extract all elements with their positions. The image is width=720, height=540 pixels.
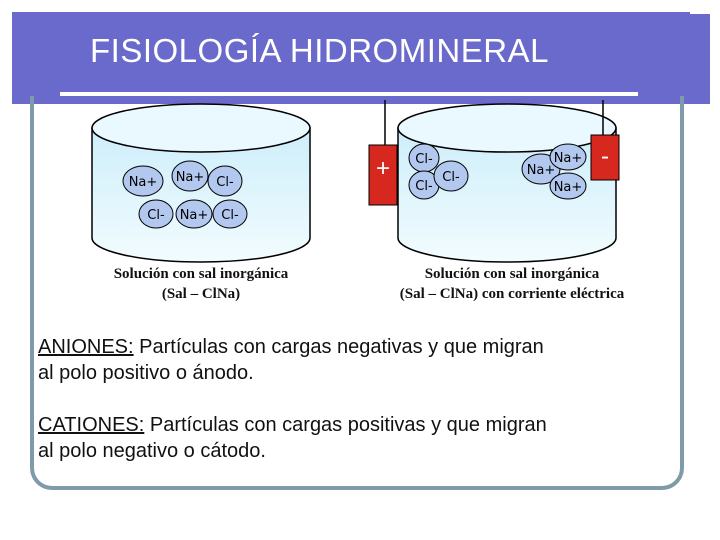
- corner-notch: [690, 0, 720, 14]
- cationes-term: CATIONES:: [38, 414, 145, 436]
- svg-text:Cl-: Cl-: [442, 170, 460, 185]
- cationes-text-line2: al polo negativo o cátodo.: [38, 440, 266, 462]
- anion-cl-2: Cl-: [408, 170, 440, 200]
- cation-na-2: Na+: [549, 143, 587, 171]
- positive-electrode: +: [368, 144, 398, 206]
- ion-cl-2: Cl-: [138, 199, 174, 229]
- svg-text:Cl-: Cl-: [216, 175, 234, 190]
- cationes-definition: CATIONES: Partículas con cargas positiva…: [38, 412, 547, 464]
- ion-na-1: Na+: [122, 165, 164, 197]
- anion-cl-3: Cl-: [433, 160, 469, 192]
- right-caption-line1: Solución con sal inorgánica: [424, 266, 600, 282]
- negative-sign: -: [601, 143, 609, 170]
- right-caption: Solución con sal inorgánica (Sal – ClNa)…: [372, 264, 652, 304]
- aniones-definition: ANIONES: Partículas con cargas negativas…: [38, 334, 544, 386]
- svg-text:Cl-: Cl-: [415, 179, 433, 194]
- content-frame: [30, 96, 684, 490]
- cationes-text-line1: Partículas con cargas positivas y que mi…: [144, 414, 547, 436]
- left-caption: Solución con sal inorgánica (Sal – ClNa): [96, 264, 306, 304]
- anion-cl-1: Cl-: [408, 143, 440, 173]
- svg-text:Na+: Na+: [527, 163, 556, 178]
- svg-text:Na+: Na+: [129, 175, 158, 190]
- positive-sign: +: [376, 155, 390, 182]
- right-caption-line2: (Sal – ClNa) con corriente eléctrica: [399, 286, 625, 302]
- svg-text:Cl-: Cl-: [415, 152, 433, 167]
- left-caption-line2: (Sal – ClNa): [161, 286, 241, 302]
- ion-cl-1: Cl-: [207, 165, 243, 197]
- svg-text:Cl-: Cl-: [147, 208, 165, 223]
- svg-text:Cl-: Cl-: [221, 208, 239, 223]
- left-caption-line1: Solución con sal inorgánica: [113, 266, 289, 282]
- cation-na-3: Na+: [549, 172, 587, 200]
- title-banner: [12, 12, 710, 104]
- page-title: FISIOLOGÍA HIDROMINERAL: [90, 32, 549, 69]
- svg-text:Na+: Na+: [554, 180, 583, 195]
- svg-text:Na+: Na+: [554, 151, 583, 166]
- ion-na-3: Na+: [175, 199, 213, 229]
- svg-text:Na+: Na+: [176, 170, 205, 185]
- aniones-term: ANIONES:: [38, 336, 134, 358]
- negative-electrode: -: [590, 134, 620, 181]
- title-underline: [60, 92, 638, 96]
- svg-text:Na+: Na+: [180, 208, 209, 223]
- aniones-text-line1: Partículas con cargas negativas y que mi…: [133, 336, 544, 358]
- ion-na-2: Na+: [171, 160, 209, 192]
- ion-cl-3: Cl-: [212, 199, 248, 229]
- left-beaker: [91, 103, 311, 263]
- aniones-text-line2: al polo positivo o ánodo.: [38, 362, 254, 384]
